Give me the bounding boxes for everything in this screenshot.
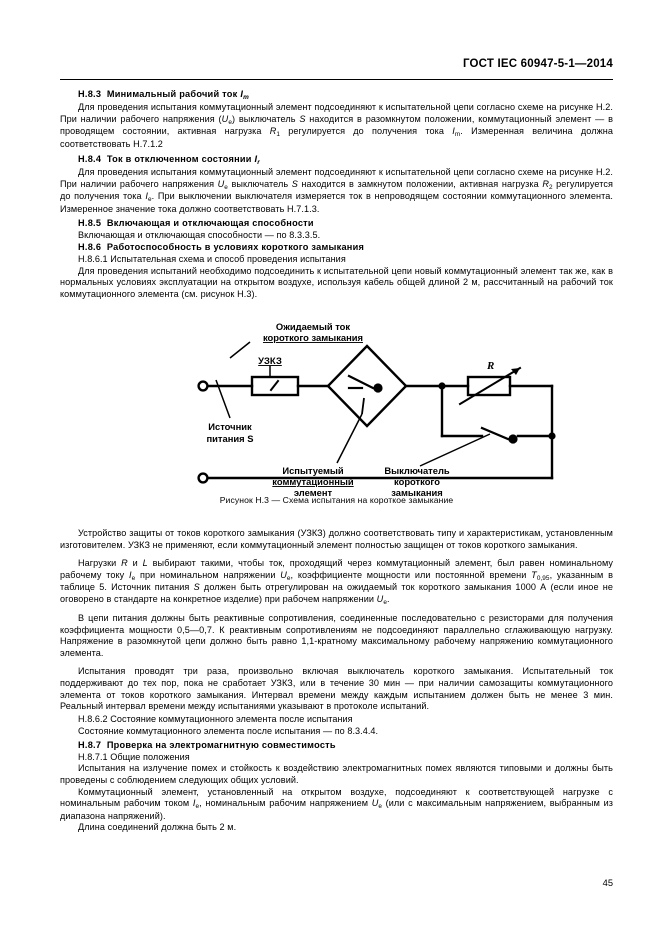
- paragraph-reactance: В цепи питания должны быть реактивные со…: [60, 613, 613, 658]
- label-prospective-current-line1: Ожидаемый ток: [276, 321, 350, 332]
- heading-h-8-3-symbol: Im: [240, 89, 250, 101]
- heading-h-8-7-text: Проверка на электромагнитную совместимос…: [106, 740, 336, 751]
- short-circuit-switch-contact: [508, 434, 518, 444]
- page-number: 45: [602, 878, 613, 888]
- heading-h-8-7-number: Н.8.7: [78, 740, 102, 751]
- short-circuit-test-circuit-diagram: Ожидаемый ток короткого замыкания УЗКЗ И…: [197, 321, 556, 496]
- heading-h-8-5-number: Н.8.5: [78, 218, 102, 229]
- page-header: ГОСТ IEC 60947-5-1—2014: [60, 58, 613, 70]
- paragraph-connection-length: Длина соединений должна быть 2 м.: [78, 822, 237, 833]
- heading-h-8-4-text: Ток в отключенном состоянии: [106, 153, 252, 164]
- paragraph-h-8-6-2: Состояние коммутационного элемента после…: [78, 725, 379, 736]
- heading-h-8-4-number: Н.8.4: [78, 153, 102, 164]
- standard-designation: ГОСТ IEC 60947-5-1—2014: [462, 58, 613, 70]
- paragraph-test-procedure: Испытания проводят три раза, произвольно…: [60, 666, 613, 712]
- figure-h-3: Ожидаемый ток короткого замыкания УЗКЗ И…: [60, 318, 613, 523]
- paragraph-h-8-3: Для проведения испытания коммутационный …: [60, 102, 613, 149]
- heading-h-8-4-symbol: Ir: [254, 153, 261, 166]
- heading-h-8-7: Н.8.7 Проверка на электромагнитную совме…: [78, 739, 613, 751]
- paragraph-emc-general: Испытания на излучение помех и стойкость…: [60, 763, 613, 785]
- source-terminal-bottom: [197, 472, 209, 484]
- heading-h-8-3: Н.8.3 Минимальный рабочий ток Im: [78, 88, 613, 102]
- document-body-lower: Устройство защиты от токов короткого зам…: [60, 528, 613, 834]
- label-sc-switch-line2: короткого: [394, 476, 440, 487]
- paragraph-protection-device: Устройство защиты от токов короткого зам…: [60, 528, 613, 550]
- label-dut-line2: коммутационный: [272, 476, 354, 487]
- heading-h-8-6: Н.8.6 Работоспособность в условиях корот…: [78, 241, 613, 253]
- paragraph-h-8-5: Включающая и отключающая способности — п…: [78, 229, 321, 240]
- heading-h-8-3-text: Минимальный рабочий ток: [106, 89, 238, 99]
- leader-short-circuit-switch: [419, 433, 491, 467]
- label-protection-device: УЗКЗ: [258, 355, 282, 366]
- label-dut-line1: Испытуемый: [282, 465, 344, 476]
- header-divider: [60, 79, 613, 80]
- heading-h-8-6-1: Н.8.6.1 Испытательная схема и способ про…: [78, 254, 346, 265]
- source-terminal-top: [197, 380, 209, 392]
- paragraph-h-8-4: Для проведения испытания коммутационный …: [60, 166, 613, 214]
- heading-h-8-6-2: Н.8.6.2 Состояние коммутационного элемен…: [78, 713, 353, 724]
- paragraph-emc-connection: Коммутационный элемент, установленный на…: [60, 786, 614, 821]
- label-resistor: R: [486, 360, 494, 372]
- label-power-source-line1: Источник: [208, 421, 252, 432]
- heading-h-8-6-number: Н.8.6: [78, 242, 102, 253]
- document-body-upper: Н.8.3 Минимальный рабочий ток Im Для про…: [60, 88, 613, 300]
- heading-h-8-5-text: Включающая и отключающая способности: [106, 218, 314, 229]
- heading-h-8-5: Н.8.5 Включающая и отключающая способнос…: [78, 217, 613, 229]
- heading-h-8-4: Н.8.4 Ток в отключенном состоянии Ir: [78, 153, 613, 167]
- heading-h-8-3-number: Н.8.3: [78, 89, 102, 99]
- label-sc-switch-line1: Выключатель: [384, 465, 450, 476]
- leader-device-under-test: [336, 413, 363, 464]
- device-under-test-symbol: [326, 344, 408, 428]
- leader-power-source: [215, 379, 231, 419]
- heading-h-8-6-text: Работоспособность в условиях короткого з…: [106, 242, 365, 253]
- label-prospective-current-line2: короткого замыкания: [263, 332, 363, 343]
- label-dut-line3: элемент: [294, 487, 333, 496]
- figure-caption: Рисунок Н.3 — Схема испытания на коротко…: [219, 495, 454, 505]
- label-sc-switch-line3: замыкания: [391, 487, 443, 496]
- heading-h-8-7-1: Н.8.7.1 Общие положения: [78, 752, 190, 763]
- paragraph-loads: Нагрузки R и L выбирают такими, чтобы то…: [60, 558, 614, 606]
- label-power-source-line2: питания S: [207, 433, 254, 444]
- leader-prospective-current: [229, 341, 251, 359]
- paragraph-h-8-6-1: Для проведения испытаний необходимо подс…: [60, 265, 613, 299]
